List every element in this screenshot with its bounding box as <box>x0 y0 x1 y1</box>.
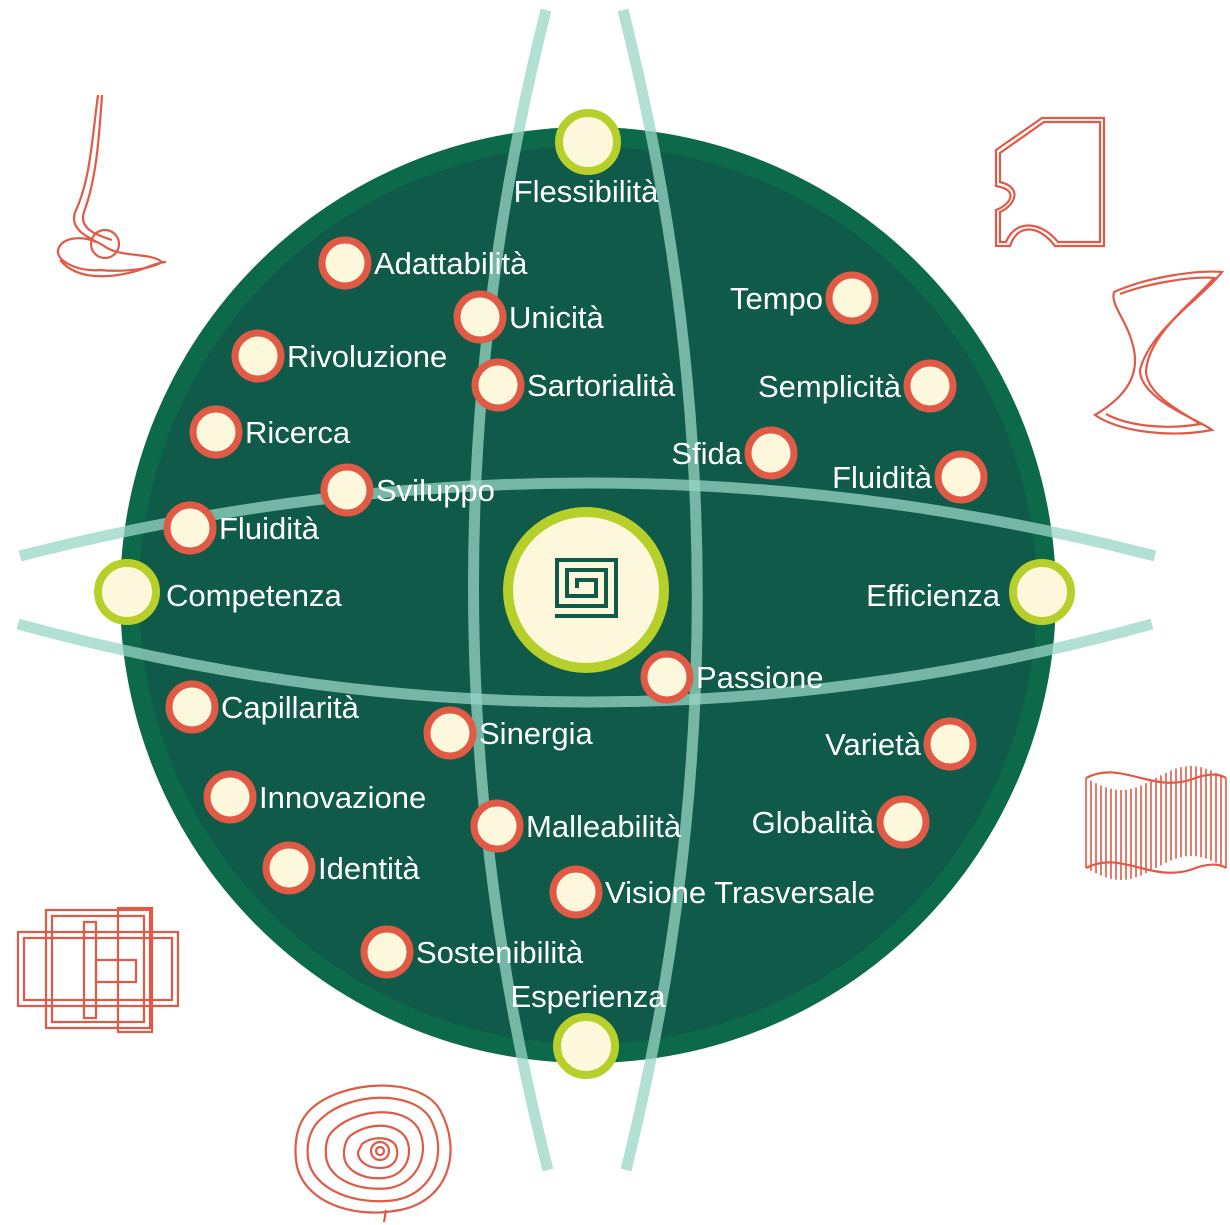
value-label: Sfida <box>671 436 742 471</box>
cardinal-dot <box>1009 559 1075 625</box>
value-dot <box>320 463 374 517</box>
notched-frame-icon <box>994 116 1106 248</box>
value-node-capillarita: Capillarità <box>165 680 360 734</box>
stacked-blocks-icon <box>16 906 180 1034</box>
cardinal-node-top: Flessibilità <box>514 109 659 209</box>
cardinal-dot <box>553 1013 619 1079</box>
value-dot <box>189 405 243 459</box>
value-dot <box>453 290 507 344</box>
value-dot <box>423 706 477 760</box>
square-spiral-logo <box>555 558 618 618</box>
value-label: Sviluppo <box>376 473 495 508</box>
value-node-sinergia: Sinergia <box>423 706 593 760</box>
value-node-sartorialita: Sartorialità <box>471 358 676 412</box>
stripe-edge-top <box>1085 771 1227 784</box>
value-label: Unicità <box>509 300 605 335</box>
value-label: Tempo <box>730 281 823 316</box>
value-dot <box>903 359 957 413</box>
cardinal-dot <box>94 559 160 625</box>
value-node-malleabilita: Malleabilità <box>470 799 682 853</box>
value-dot <box>262 841 316 895</box>
wavy-striped-block-icon <box>1085 766 1227 880</box>
value-node-adattabilita: Adattabilità <box>318 236 528 290</box>
center-node <box>503 507 669 673</box>
cardinal-node-left: Competenza <box>94 559 343 625</box>
value-node-varieta: Varietà <box>825 717 977 771</box>
value-node-innovazione: Innovazione <box>203 770 426 824</box>
value-label: Sartorialità <box>527 368 676 403</box>
value-label: Semplicità <box>758 369 902 404</box>
value-node-fluidita-left: Fluidità <box>163 501 320 555</box>
value-label: Fluidità <box>832 460 933 495</box>
value-node-identita: Identità <box>262 841 420 895</box>
value-label: Visione Trasversale <box>605 875 875 910</box>
value-dot <box>470 799 524 853</box>
value-node-sfida: Sfida <box>671 426 798 480</box>
cardinal-label: Competenza <box>166 578 343 613</box>
value-label: Sinergia <box>479 716 593 751</box>
value-dot <box>876 795 930 849</box>
value-node-tempo: Tempo <box>730 271 879 325</box>
cardinal-node-bottom: Esperienza <box>510 979 666 1079</box>
cardinal-label: Esperienza <box>510 979 666 1014</box>
value-dot <box>825 271 879 325</box>
value-node-ricerca: Ricerca <box>189 405 351 459</box>
value-label: Ricerca <box>245 415 351 450</box>
value-node-rivoluzione: Rivoluzione <box>231 329 447 383</box>
cardinal-node-right: Efficienza <box>866 559 1075 625</box>
value-label: Adattabilità <box>374 246 528 281</box>
value-dot <box>934 450 988 504</box>
value-dot <box>549 865 603 919</box>
swirl-line-icon <box>56 94 167 278</box>
cardinal-label: Flessibilità <box>514 174 659 209</box>
value-dot <box>165 680 219 734</box>
value-dot <box>744 426 798 480</box>
value-node-globalita: Globalità <box>752 795 930 849</box>
cardinal-dot <box>555 109 621 175</box>
value-label: Fluidità <box>219 511 320 546</box>
stripe-edge-bottom <box>1085 861 1227 874</box>
contour-rings-icon <box>294 1084 452 1223</box>
value-node-sviluppo: Sviluppo <box>320 463 495 517</box>
hourglass-curve-icon <box>1092 270 1225 435</box>
value-node-sostenibilita: Sostenibilità <box>360 925 584 979</box>
value-node-fluidita-right: Fluidità <box>832 450 988 504</box>
value-dot <box>231 329 285 383</box>
value-dot <box>163 501 217 555</box>
value-dot <box>203 770 257 824</box>
value-node-passione: Passione <box>640 650 824 704</box>
value-label: Passione <box>696 660 824 695</box>
value-label: Innovazione <box>259 780 426 815</box>
cardinal-label: Efficienza <box>866 578 1001 613</box>
value-label: Malleabilità <box>526 809 682 844</box>
value-node-visione-trasversale: Visione Trasversale <box>549 865 875 919</box>
value-dot <box>318 236 372 290</box>
value-dot <box>923 717 977 771</box>
value-dot <box>640 650 694 704</box>
value-dot <box>360 925 414 979</box>
value-label: Identità <box>318 851 420 886</box>
value-node-unicita: Unicità <box>453 290 605 344</box>
value-label: Capillarità <box>221 690 360 725</box>
value-node-semplicita: Semplicità <box>758 359 957 413</box>
value-label: Globalità <box>752 805 875 840</box>
value-label: Rivoluzione <box>287 339 447 374</box>
value-dot <box>471 358 525 412</box>
value-label: Varietà <box>825 727 922 762</box>
value-label: Sostenibilità <box>416 935 584 970</box>
